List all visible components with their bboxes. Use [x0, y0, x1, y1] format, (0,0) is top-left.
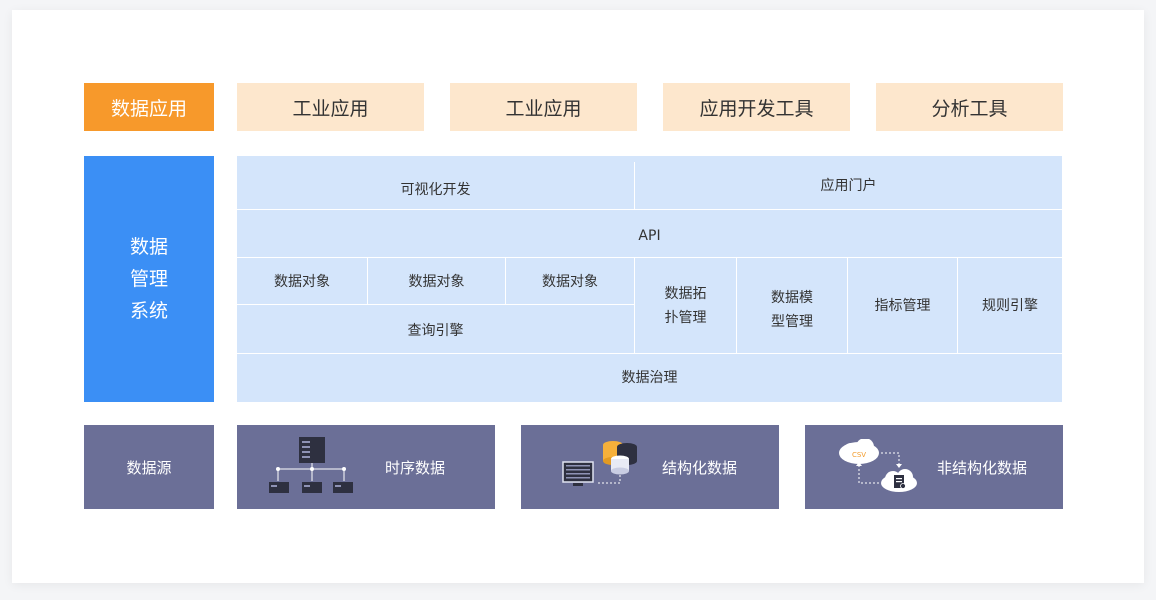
query-engine-cell: 查询引擎 — [407, 323, 464, 339]
csv-text: CSV — [852, 451, 866, 459]
app-portal-cell: 应用门户 — [820, 178, 877, 194]
topology-line-1: 数据拓 — [664, 286, 707, 302]
unstructured-data-label: 非结构化数据 — [937, 458, 1028, 477]
industrial-app-box-1: 工业应用 — [237, 83, 424, 131]
structured-data-box: 结构化数据 — [521, 425, 779, 509]
topology-line-2: 扑管理 — [664, 310, 707, 326]
management-area — [237, 156, 1062, 402]
mgmt-label-line-2: 管理 — [129, 268, 168, 290]
structured-data-label: 结构化数据 — [662, 458, 738, 477]
mgmt-label-line-1: 数据 — [129, 236, 168, 258]
analysis-tools-box: 分析工具 — [876, 83, 1063, 131]
server-network-icon — [269, 437, 353, 493]
data-object-cell-1: 数据对象 — [274, 273, 330, 290]
data-application-label: 数据应用 — [84, 83, 214, 131]
app-dev-tools-box: 应用开发工具 — [663, 83, 850, 131]
unstructured-data-box: CSV 非结构化数据 — [805, 425, 1063, 509]
data-source-label: 数据源 — [84, 425, 214, 509]
model-line-1: 数据模 — [771, 290, 813, 306]
mgmt-label-line-3: 系统 — [129, 300, 168, 322]
data-object-cell-2: 数据对象 — [408, 273, 465, 290]
data-object-cell-3: 数据对象 — [542, 273, 598, 290]
rule-engine-cell: 规则引擎 — [982, 298, 1038, 314]
data-management-system-label: 数据 管理 系统 — [84, 156, 214, 402]
database-computer-icon — [562, 441, 637, 486]
metric-mgmt-cell: 指标管理 — [874, 298, 931, 314]
data-topology-mgmt-cell: 数据拓 扑管理 — [635, 258, 736, 354]
api-cell: API — [638, 228, 661, 244]
data-governance-cell: 数据治理 — [621, 370, 678, 386]
cloud-csv-icon: CSV — [839, 439, 917, 492]
time-series-data-label: 时序数据 — [385, 458, 446, 477]
model-line-2: 型管理 — [771, 314, 813, 330]
data-model-mgmt-cell: 数据模 型管理 — [737, 262, 847, 358]
industrial-app-box-2: 工业应用 — [450, 83, 637, 131]
visual-development-cell: 可视化开发 — [400, 182, 471, 198]
time-series-data-box: 时序数据 — [237, 425, 495, 509]
